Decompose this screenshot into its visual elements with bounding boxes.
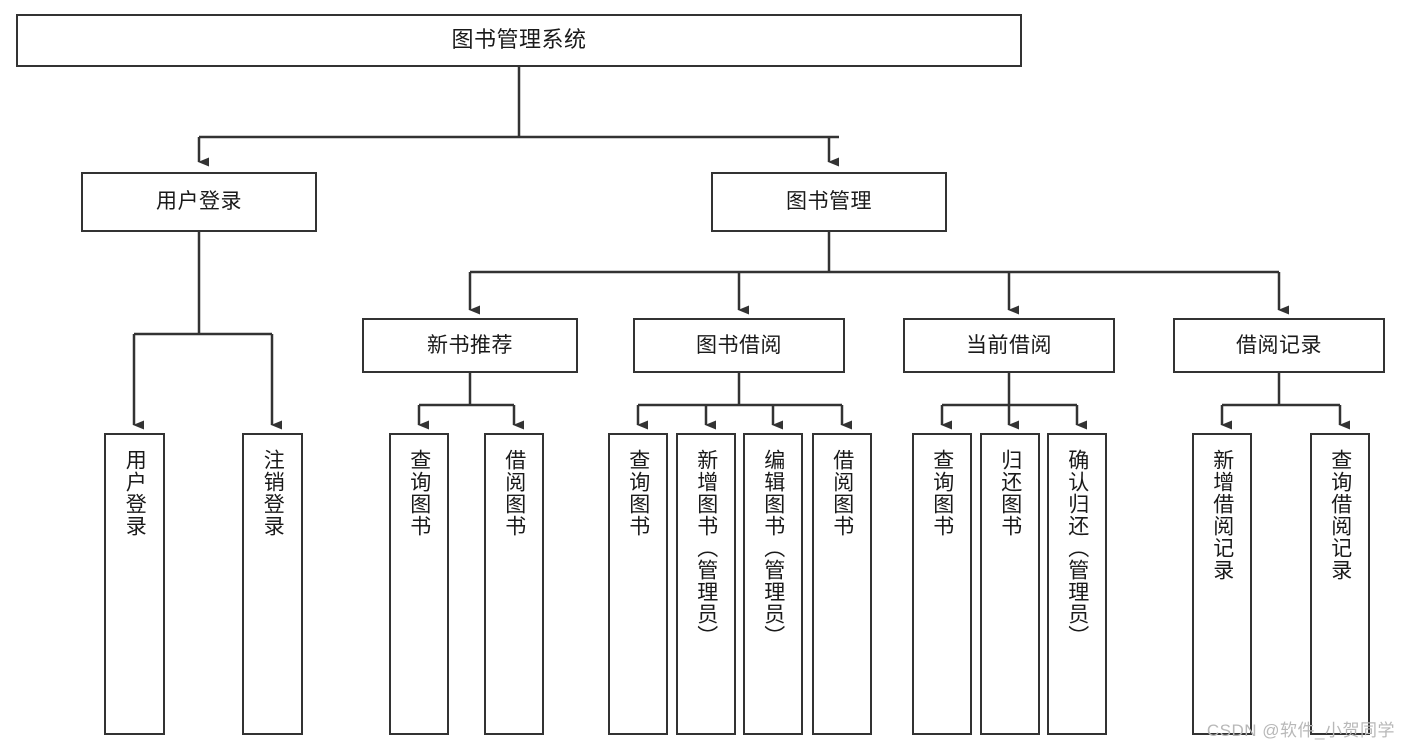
leaf-query-books-recommendation[interactable]: 查询图书 <box>389 433 449 735</box>
node-label: 新增借阅记录 <box>1210 449 1234 581</box>
leaf-edit-book-admin[interactable]: 编辑图书（管理员） <box>743 433 803 735</box>
leaf-logout[interactable]: 注销登录 <box>242 433 303 735</box>
node-book-management[interactable]: 图书管理 <box>711 172 947 232</box>
node-label: 新增图书（管理员） <box>694 449 718 647</box>
node-label: 用户登录 <box>123 449 147 537</box>
node-label: 图书管理系统 <box>451 27 587 53</box>
node-label: 用户登录 <box>156 190 242 214</box>
node-root-book-management-system[interactable]: 图书管理系统 <box>16 14 1022 67</box>
leaf-return-books[interactable]: 归还图书 <box>980 433 1040 735</box>
node-label: 借阅记录 <box>1236 333 1322 357</box>
node-book-borrowing[interactable]: 图书借阅 <box>633 318 845 373</box>
node-label: 查询图书 <box>407 449 431 537</box>
node-current-borrowing[interactable]: 当前借阅 <box>903 318 1115 373</box>
node-label: 确认归还（管理员） <box>1065 449 1089 647</box>
node-label: 图书管理 <box>786 190 872 214</box>
node-label: 借阅图书 <box>502 449 526 537</box>
node-label: 新书推荐 <box>427 333 513 357</box>
node-label: 归还图书 <box>998 449 1022 537</box>
leaf-borrow-books-recommendation[interactable]: 借阅图书 <box>484 433 544 735</box>
leaf-borrow-books-borrowing[interactable]: 借阅图书 <box>812 433 872 735</box>
leaf-query-borrow-record[interactable]: 查询借阅记录 <box>1310 433 1370 735</box>
leaf-query-books-current[interactable]: 查询图书 <box>912 433 972 735</box>
leaf-confirm-return-admin[interactable]: 确认归还（管理员） <box>1047 433 1107 735</box>
leaf-user-login[interactable]: 用户登录 <box>104 433 165 735</box>
leaf-query-books-borrowing[interactable]: 查询图书 <box>608 433 668 735</box>
leaf-add-book-admin[interactable]: 新增图书（管理员） <box>676 433 736 735</box>
node-label: 查询图书 <box>626 449 650 537</box>
node-label: 注销登录 <box>261 449 285 537</box>
node-label: 借阅图书 <box>830 449 854 537</box>
node-label: 查询图书 <box>930 449 954 537</box>
leaf-add-borrow-record[interactable]: 新增借阅记录 <box>1192 433 1252 735</box>
csdn-watermark: CSDN @软件_小贺同学 <box>1206 721 1395 740</box>
node-borrowing-record[interactable]: 借阅记录 <box>1173 318 1385 373</box>
node-label: 图书借阅 <box>696 333 782 357</box>
node-new-book-recommendation[interactable]: 新书推荐 <box>362 318 578 373</box>
node-label: 查询借阅记录 <box>1328 449 1352 581</box>
node-user-login[interactable]: 用户登录 <box>81 172 317 232</box>
node-label: 编辑图书（管理员） <box>761 449 785 647</box>
node-label: 当前借阅 <box>966 333 1052 357</box>
